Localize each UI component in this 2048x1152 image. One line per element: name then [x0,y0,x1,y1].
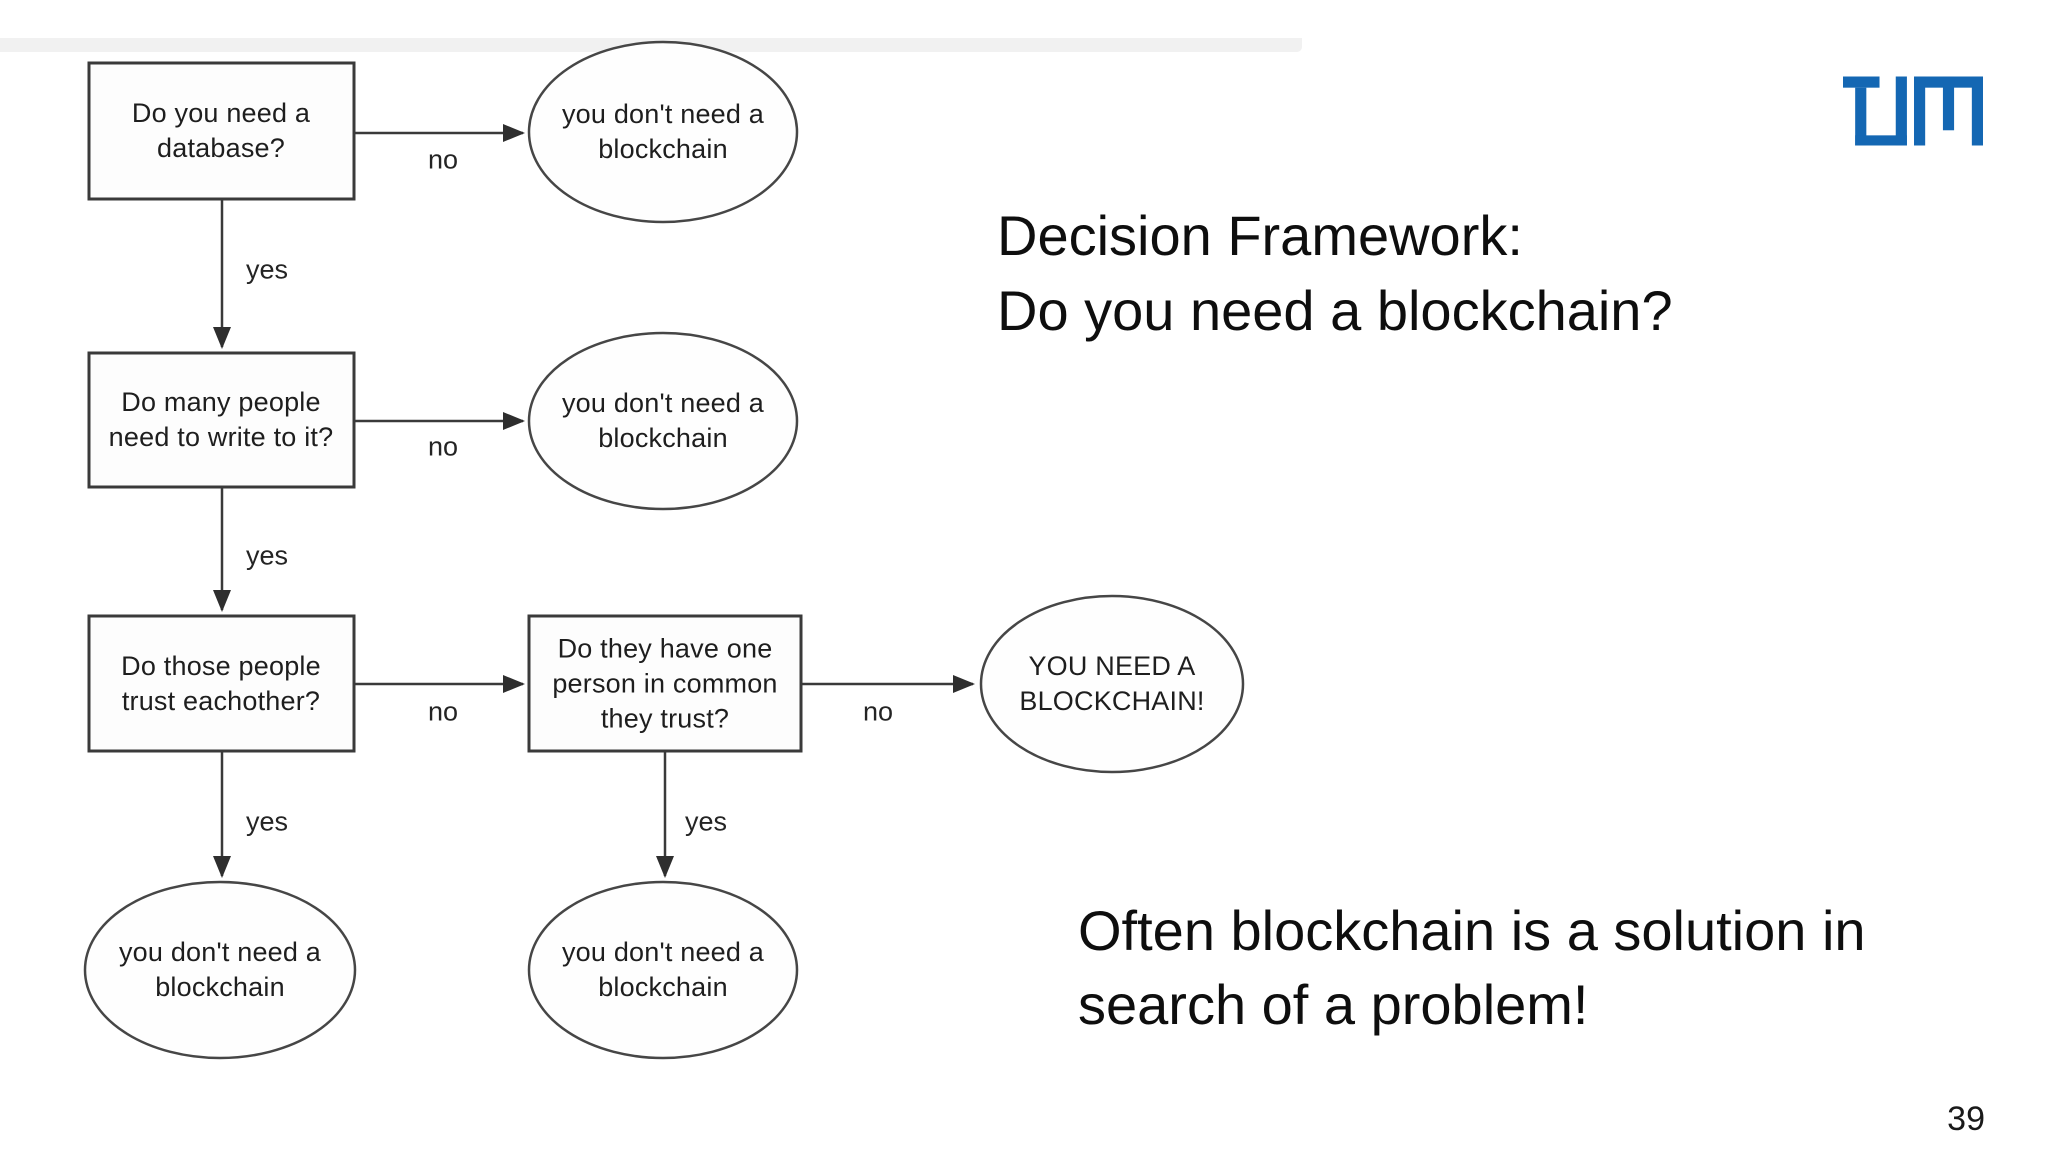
node-no-blockchain-3-label: you don't need a blockchain [118,936,322,1002]
edge-label-no-1: no [427,144,459,175]
node-no-blockchain-2-label: you don't need a blockchain [561,387,765,453]
tum-logo-icon [1843,76,1983,146]
node-common-person-label: Do they have one person in common they t… [552,633,778,734]
edge-label-yes-3: yes [245,806,289,837]
node-many-writers-label: Do many people need to write to it? [108,386,334,452]
slide-note-line1: Often blockchain is a solution in [1078,899,1866,962]
edge-label-yes-2: yes [245,540,289,571]
node-need-blockchain-label: YOU NEED A BLOCKCHAIN! [1019,650,1205,716]
no-blockchain-1-ellipse [527,40,799,224]
tum-logo-glyph [1843,76,1983,146]
edge-label-yes-4: yes [684,806,728,837]
node-no-blockchain-1-label: you don't need a blockchain [561,98,765,164]
slide-note: Often blockchain is a solution in search… [1078,894,1866,1042]
edge-label-no-2: no [427,431,459,462]
need-blockchain-ellipse [979,594,1245,774]
slide-note-line2: search of a problem! [1078,973,1589,1036]
node-no-blockchain-4-label: you don't need a blockchain [561,936,765,1002]
node-need-database-label: Do you need a database? [131,97,311,163]
no-blockchain-4-ellipse [527,880,799,1060]
edge-label-no-4: no [862,696,894,727]
slide-title-line2: Do you need a blockchain? [997,279,1673,342]
slide-title: Decision Framework: Do you need a blockc… [997,198,1673,348]
no-blockchain-3-ellipse [83,880,357,1060]
need-database-box [87,61,356,201]
slide-title-line1: Decision Framework: [997,204,1523,267]
edge-label-no-3: no [427,696,459,727]
node-trust-eachother-label: Do those people trust eachother? [121,650,321,716]
no-blockchain-2-ellipse [527,331,799,511]
page-number: 39 [1947,1100,1985,1138]
edge-label-yes-1: yes [245,254,289,285]
